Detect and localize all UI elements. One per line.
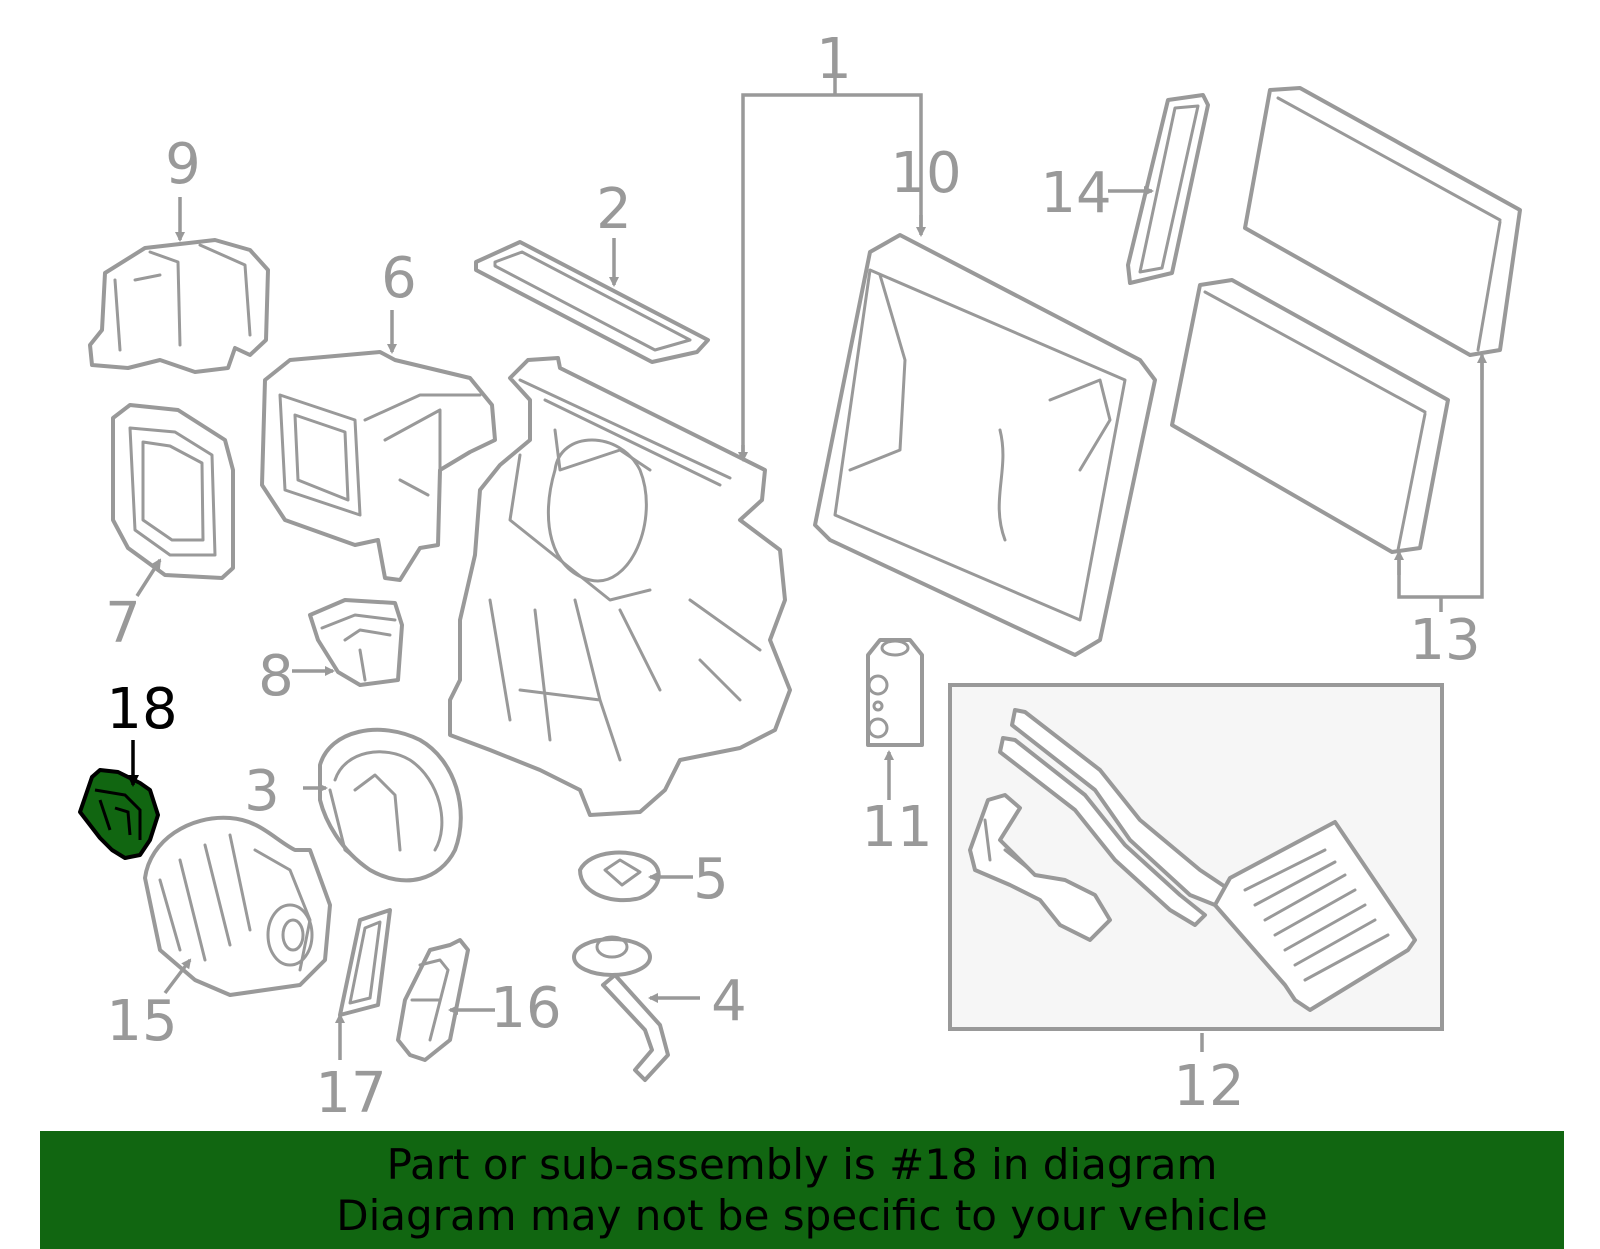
callout-4: 4 xyxy=(711,969,747,1034)
callout-9: 9 xyxy=(165,132,201,197)
part-15-drawing[interactable] xyxy=(143,815,332,997)
part-18-highlighted-drawing[interactable] xyxy=(78,768,160,860)
callout-numbers: 1 2 3 4 5 6 7 8 9 10 11 12 13 14 15 16 1… xyxy=(105,27,1480,1126)
callout-16: 16 xyxy=(490,976,561,1041)
banner-line-disclaimer: Diagram may not be specific to your vehi… xyxy=(336,1191,1268,1240)
leader-lines xyxy=(127,75,1487,1060)
part-17-drawing[interactable] xyxy=(338,908,392,1017)
part-13-lower-drawing[interactable] xyxy=(1170,278,1450,554)
parts-diagram: 1 2 3 4 5 6 7 8 9 10 11 12 13 14 15 16 1… xyxy=(78,27,1522,1126)
part-6-drawing[interactable] xyxy=(260,350,497,582)
callout-13: 13 xyxy=(1409,608,1480,673)
leader-7 xyxy=(135,558,162,597)
leader-15 xyxy=(163,958,192,995)
part-1-case-drawing[interactable] xyxy=(448,356,792,817)
callout-3: 3 xyxy=(244,759,280,824)
part-9-drawing[interactable] xyxy=(88,238,270,374)
info-banner: Part or sub-assembly is #18 in diagram D… xyxy=(40,1131,1564,1249)
callout-12: 12 xyxy=(1173,1054,1244,1119)
part-4-drawing[interactable] xyxy=(572,935,670,1082)
callout-15: 15 xyxy=(106,989,177,1054)
part-2-drawing[interactable] xyxy=(474,240,710,364)
banner-line-part-number: Part or sub-assembly is #18 in diagram xyxy=(386,1140,1218,1189)
part-10-drawing[interactable] xyxy=(813,233,1157,657)
leader-13 xyxy=(1397,360,1484,612)
part-16-drawing[interactable] xyxy=(396,938,470,1062)
leader-1 xyxy=(741,75,923,460)
callout-1: 1 xyxy=(816,27,852,92)
part-3-drawing[interactable] xyxy=(318,727,463,883)
part-11-drawing[interactable] xyxy=(866,638,924,747)
callout-18-highlighted: 18 xyxy=(106,677,177,742)
part-13-upper-drawing[interactable] xyxy=(1243,86,1522,357)
callout-2: 2 xyxy=(596,177,632,242)
callout-11: 11 xyxy=(861,795,932,860)
callout-10: 10 xyxy=(890,141,961,206)
part-12-drawing[interactable] xyxy=(968,708,1417,1012)
part-7-drawing[interactable] xyxy=(111,403,235,580)
callout-17: 17 xyxy=(315,1061,386,1126)
callout-14: 14 xyxy=(1040,161,1111,226)
part-14-drawing[interactable] xyxy=(1126,93,1210,285)
part-8-drawing[interactable] xyxy=(308,598,404,687)
part-5-drawing[interactable] xyxy=(578,850,661,903)
callout-5: 5 xyxy=(693,847,729,912)
callout-6: 6 xyxy=(381,246,417,311)
callout-8: 8 xyxy=(258,644,294,709)
callout-7: 7 xyxy=(105,591,141,656)
